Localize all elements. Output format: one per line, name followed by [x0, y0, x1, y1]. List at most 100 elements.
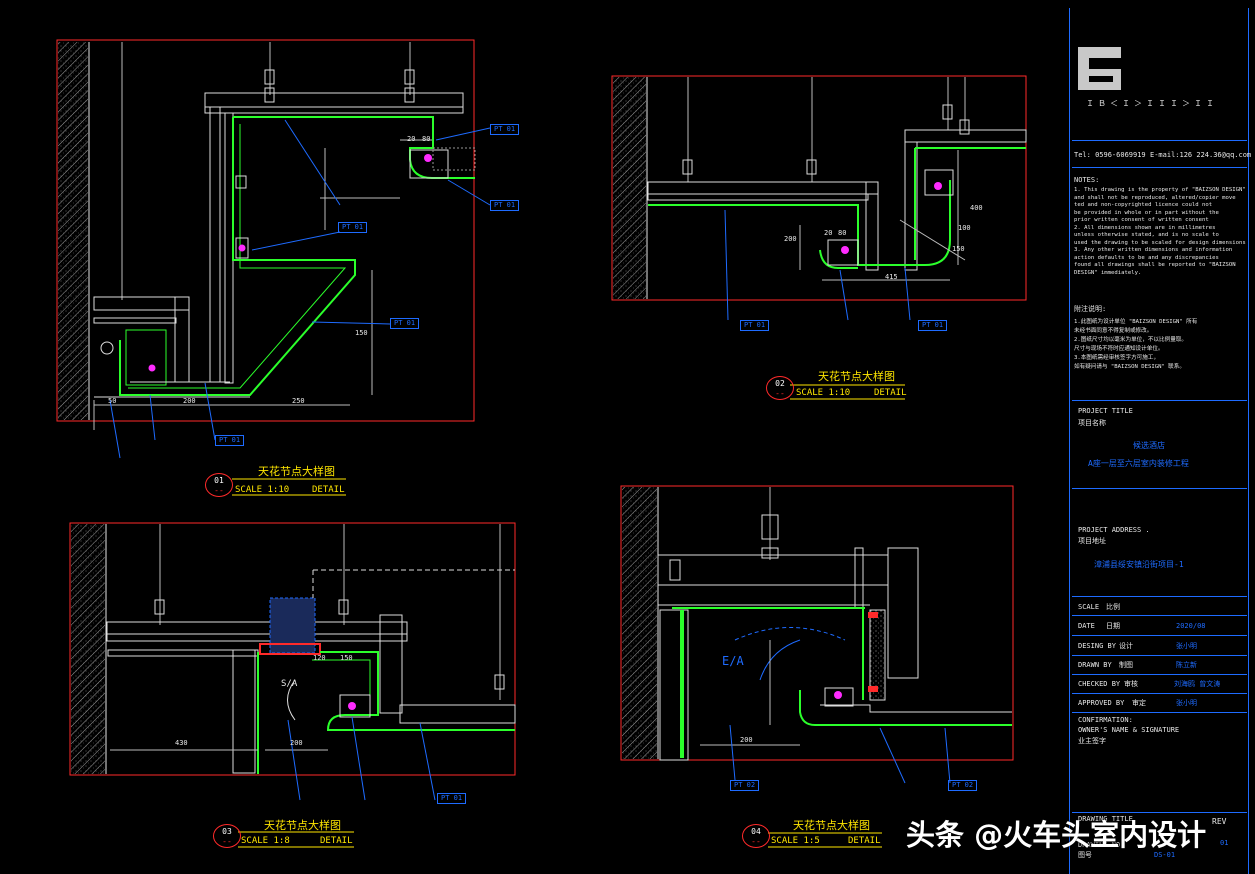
divider — [1072, 615, 1247, 616]
note-line: ted and non-copyrighted licence could no… — [1074, 202, 1213, 208]
detail-03-title: 天花节点大样图 — [264, 819, 341, 832]
detail-02-drawing — [611, 75, 1027, 400]
callout-pt01-d: PT 01 — [390, 318, 420, 329]
callout-pt01-a: PT 01 — [490, 124, 520, 135]
scale-label: SCALE — [1078, 603, 1100, 611]
drawing-title-label: DRAWING TITLE — [1078, 815, 1133, 823]
drawn-cn: 制图 — [1119, 661, 1133, 669]
approved-value: 张小明 — [1176, 699, 1197, 707]
tel: Tel: 0596-6069919 — [1074, 151, 1146, 159]
dim-03-200: 200 — [290, 739, 303, 747]
divider — [1072, 674, 1247, 675]
date-label: DATE — [1078, 622, 1095, 630]
email: E-mail:126 224.36@qq.com — [1150, 151, 1252, 159]
divider — [1072, 655, 1247, 656]
note-line: 1. This drawing is the property of "BAIZ… — [1074, 187, 1246, 193]
dim-01-50: 50 — [108, 397, 117, 405]
dim-02-100: 100 — [958, 224, 971, 232]
checked-label: CHECKED BY — [1078, 680, 1121, 688]
cn-notes-title: 附注说明: — [1074, 305, 1107, 313]
callout-pt01-f: PT 01 — [740, 320, 770, 331]
confirmation-label: CONFIRMATION: — [1078, 716, 1133, 724]
cn-note-line: 如有疑问请与 "BAIZSON DESIGN" 联系。 — [1074, 364, 1185, 370]
notes-title: NOTES: — [1074, 176, 1100, 184]
address-cn: 项目地址 — [1078, 537, 1106, 545]
dim-02-20: 20 — [824, 229, 833, 237]
callout-pt01-h: PT 01 — [437, 793, 467, 804]
divider — [1072, 488, 1247, 489]
sa-label: S/A — [281, 679, 298, 689]
callout-pt02-a: PT 02 — [730, 780, 760, 791]
detail-01-scale: SCALE 1:10 — [235, 485, 290, 495]
dim-02-400: 400 — [970, 204, 983, 212]
detail-01-marker: 01-- — [205, 473, 233, 497]
cn-note-line: 未经书面同意不得复制或修改。 — [1074, 328, 1153, 334]
project-name: 候选酒店 — [1133, 441, 1165, 450]
note-line: and shall not be reproduced, altered/cop… — [1074, 194, 1236, 201]
owner-sign-label: OWNER'S NAME & SIGNATURE — [1078, 726, 1180, 734]
note-line: be provided in whole or in part without … — [1074, 209, 1219, 216]
detail-04-marker: 04-- — [742, 824, 770, 848]
company-logo — [1078, 47, 1121, 90]
callout-pt01-g: PT 01 — [918, 320, 948, 331]
address-label: PROJECT ADDRESS . — [1078, 526, 1150, 534]
dim-01-20: 20 — [407, 135, 416, 143]
dim-01-250: 250 — [292, 397, 305, 405]
divider — [1072, 712, 1247, 713]
detail-04-detail: DETAIL — [848, 836, 881, 846]
owner-cn: 业主签字 — [1078, 737, 1106, 745]
title-block-frame — [1069, 8, 1249, 874]
dim-03-150: 150 — [340, 654, 353, 662]
callout-pt01-b: PT 01 — [490, 200, 520, 211]
cn-note-line: 2.图纸尺寸均以毫米为单位，不以比例量取。 — [1074, 337, 1188, 343]
note-line: unless otherwise stated, and is no scale… — [1074, 232, 1219, 238]
date-cn: 日期 — [1106, 622, 1120, 630]
project-sub: A座一层至六层室内装修工程 — [1088, 459, 1189, 468]
project-title-cn: 项目名称 — [1078, 419, 1106, 427]
date-value: 2020/08 — [1176, 622, 1206, 630]
cn-notes-list: 1.此图纸为设计单位 "BAIZSON DESIGN" 所有 未经书面同意不得复… — [1074, 318, 1246, 372]
design-label: DESING BY — [1078, 642, 1116, 650]
project-title-label: PROJECT TITLE — [1078, 407, 1133, 415]
dim-01-200: 200 — [183, 397, 196, 405]
note-line: 2. All dimensions shown are in millimetr… — [1074, 224, 1216, 231]
drawing-no-value: DS-01 — [1154, 851, 1176, 859]
detail-02-scale: SCALE 1:10 — [796, 388, 851, 398]
cn-note-line: 1.此图纸为设计单位 "BAIZSON DESIGN" 所有 — [1074, 319, 1198, 325]
note-line: used the drawing to be scaled for design… — [1074, 239, 1246, 246]
approved-label: APPROVED BY — [1078, 699, 1125, 707]
drawing-no-cn: 图号 — [1078, 851, 1092, 859]
detail-04-drawing — [620, 485, 1014, 848]
rev-label: REV — [1212, 817, 1227, 826]
divider — [1072, 400, 1247, 401]
ea-label: E/A — [722, 654, 744, 668]
dim-02-415: 415 — [885, 273, 898, 281]
detail-04-title: 天花节点大样图 — [793, 819, 870, 832]
detail-02-detail: DETAIL — [874, 388, 907, 398]
scale-cn: 比例 — [1106, 603, 1120, 611]
detail-03-detail: DETAIL — [320, 836, 353, 846]
note-line: action defaults to be and any discrepanc… — [1074, 254, 1219, 261]
dim-02-150: 150 — [952, 245, 965, 253]
watermark: 头条 @火车头室内设计 — [906, 818, 1207, 852]
detail-03-scale: SCALE 1:8 — [241, 836, 290, 846]
dim-01-80: 80 — [422, 135, 431, 143]
divider — [1072, 693, 1247, 694]
detail-03-marker: 03-- — [213, 824, 241, 848]
divider — [1072, 596, 1247, 597]
detail-02-marker: 02-- — [766, 376, 794, 400]
detail-01-drawing — [56, 39, 491, 496]
design-cn: 设计 — [1119, 642, 1133, 650]
notes-list: 1. This drawing is the property of "BAIZ… — [1074, 187, 1246, 277]
dim-04-200: 200 — [740, 736, 753, 744]
detail-04-scale: SCALE 1:5 — [771, 836, 820, 846]
cn-note-line: 尺寸与现场不符时应通知设计单位。 — [1074, 346, 1164, 352]
dim-03-430: 430 — [175, 739, 188, 747]
drawn-value: 陈立新 — [1176, 661, 1197, 669]
checked-cn: 审核 — [1124, 680, 1138, 688]
callout-pt01-e: PT 01 — [215, 435, 245, 446]
note-line: found all drawings shall be reported to … — [1074, 262, 1236, 268]
address-value: 漳浦县绥安镇沿街项目-1 — [1094, 560, 1184, 569]
divider — [1072, 140, 1247, 141]
detail-01-detail: DETAIL — [312, 485, 345, 495]
